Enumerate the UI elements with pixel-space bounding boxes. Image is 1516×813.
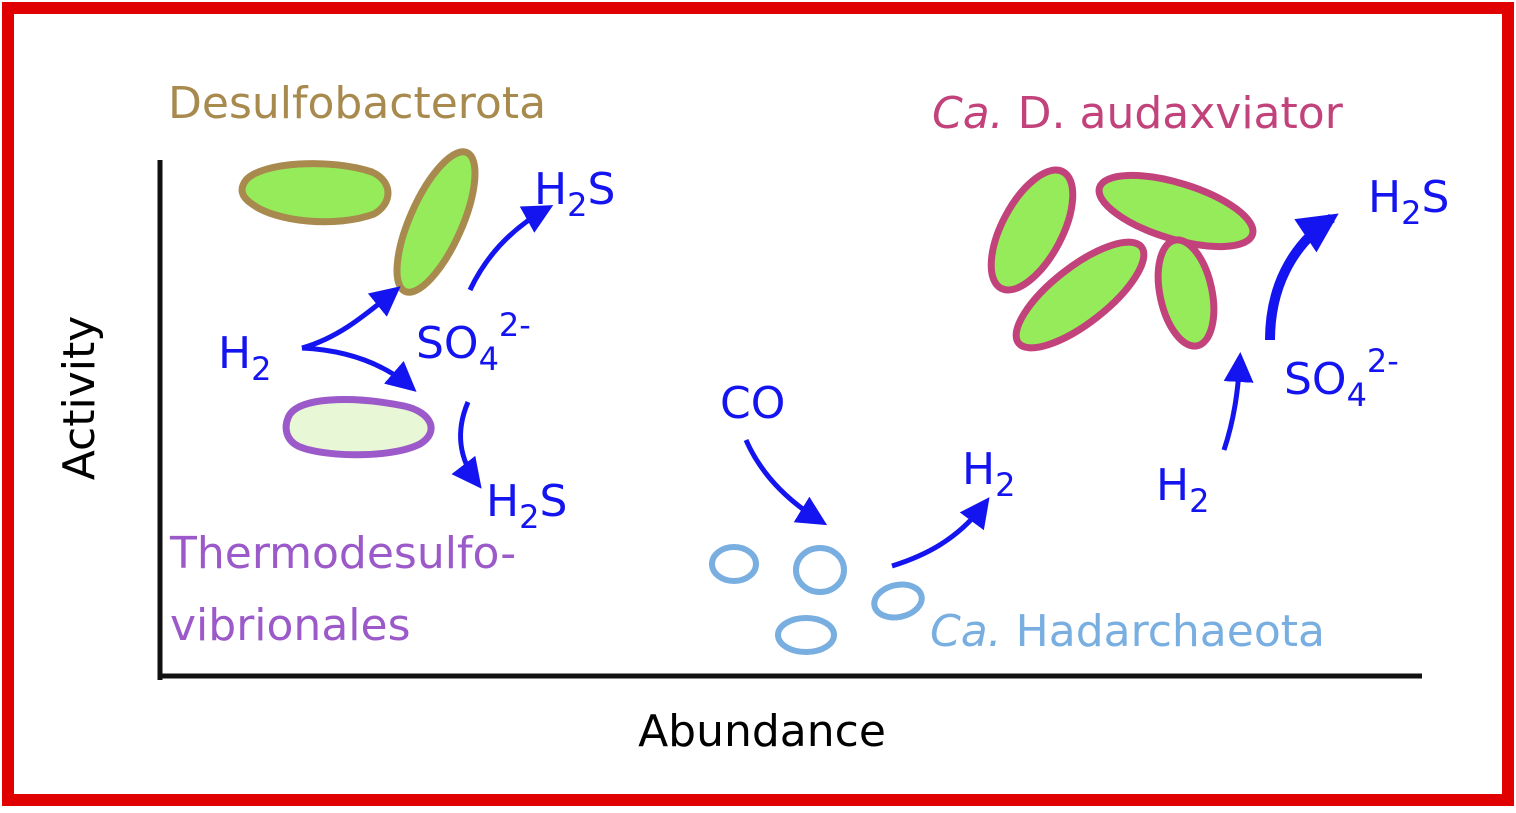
arrow-so4-to-h2s-top — [467, 205, 554, 292]
h2s-bottom-left: H2S — [486, 476, 567, 536]
arrow-h2-to-thermo — [301, 345, 417, 392]
arrow-h2-to-desulfobacterota — [301, 286, 401, 351]
hadarchaeota-cell-2 — [793, 545, 847, 595]
desulfobacterota-cell-2 — [393, 148, 479, 296]
thermodesulfovibrionales-label-line1: Thermodesulfo- — [169, 528, 516, 579]
audaxviator-label: Ca. D. audaxviator — [932, 88, 1344, 139]
h2-right: H2 — [1156, 460, 1209, 520]
hadarchaeota-cell-4 — [775, 615, 837, 655]
arrow-so4-to-h2s-bottom — [451, 401, 482, 489]
so4-left: SO42- — [416, 306, 531, 378]
so4-right: SO42- — [1284, 342, 1399, 414]
co-label: CO — [720, 378, 785, 429]
arrow-h2-to-audaxviator — [1221, 352, 1254, 451]
thermodesulfovibrionales-label-line2: vibrionales — [170, 600, 411, 651]
thermodesulfovibrionales-cell — [282, 396, 435, 459]
x-axis-label: Abundance — [638, 706, 886, 757]
hadarchaeota-cell-1 — [709, 544, 759, 584]
audaxviator-cell-2 — [1095, 171, 1257, 251]
h2s-top-left: H2S — [534, 164, 615, 224]
h2-middle: H2 — [962, 444, 1015, 504]
y-axis-label: Activity — [54, 316, 105, 481]
arrow-so4-to-h2s-right — [1265, 213, 1339, 341]
h2-left: H2 — [218, 328, 271, 388]
arrow-co-to-hadarchaeota — [743, 438, 828, 526]
desulfobacterota-label: Desulfobacterota — [168, 78, 546, 129]
hadarchaeota-cell-3 — [871, 581, 925, 621]
audaxviator-cell-4 — [1154, 236, 1218, 350]
arrow-hadarchaeota-to-h2 — [891, 497, 990, 569]
hadarchaeota-label: Ca. Hadarchaeota — [930, 606, 1325, 657]
audaxviator-cell-1 — [987, 166, 1077, 294]
audaxviator-cell-3 — [1012, 238, 1148, 352]
desulfobacterota-cell-1 — [238, 160, 392, 226]
h2s-right: H2S — [1368, 172, 1449, 232]
